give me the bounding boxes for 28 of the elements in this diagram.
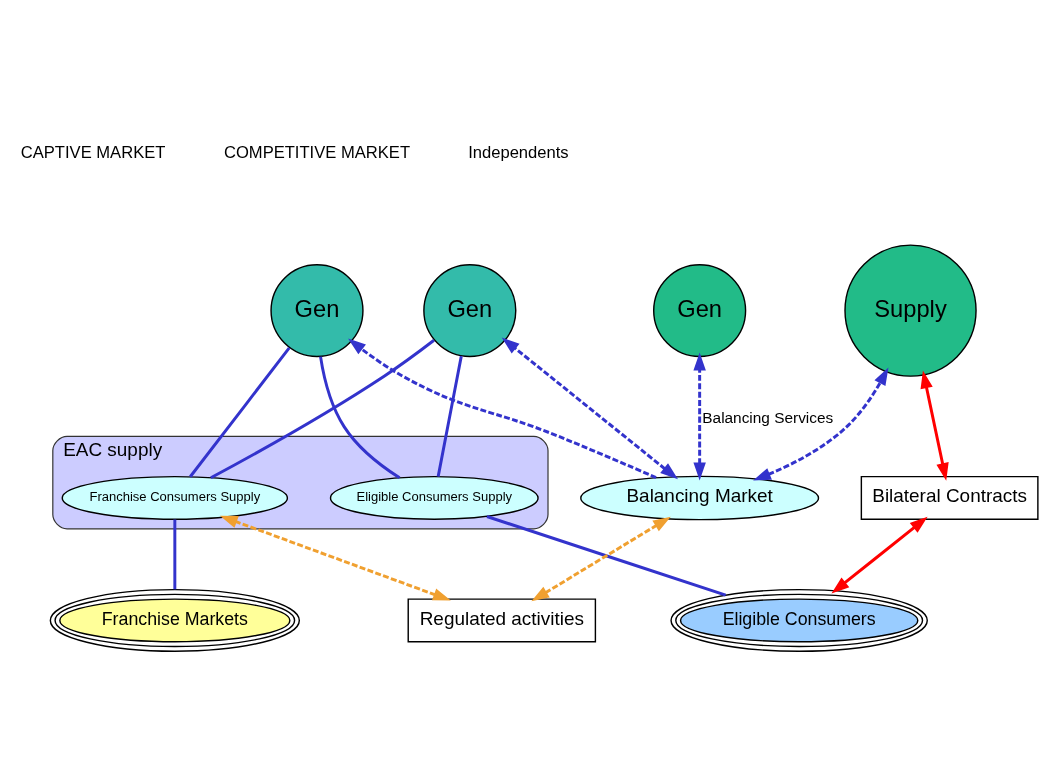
label: Independents [468,143,569,163]
node-ellipse: Balancing Market [580,475,820,521]
arrow [831,516,928,594]
connector [486,515,727,597]
node-circle: Supply [844,244,977,377]
arrow [219,515,451,601]
node-ellipse: Eligible Consumers Supply [329,475,539,520]
arrow [531,516,671,602]
node-box: Bilateral Contracts [860,475,1039,520]
label: CAPTIVE MARKET [20,143,166,163]
arrow [920,370,949,481]
arrow [501,337,678,480]
node-box: Regulated activities [407,598,597,643]
connector [436,355,463,477]
connector [210,339,435,480]
node-circle: Gen [423,263,517,358]
arrow [348,338,657,479]
arrow [753,367,889,481]
label: COMPETITIVE MARKET [223,143,411,163]
node-ellipse: Franchise Markets [49,588,300,652]
node-circle: Gen [653,263,747,358]
connector [189,347,291,478]
connector [319,356,401,480]
connector [173,519,177,590]
arrow [693,352,706,481]
node-ellipse: Franchise Consumers Supply [61,475,289,520]
edge-label: Balancing Services [702,408,834,426]
node-ellipse: Eligible Consumers [670,588,928,652]
